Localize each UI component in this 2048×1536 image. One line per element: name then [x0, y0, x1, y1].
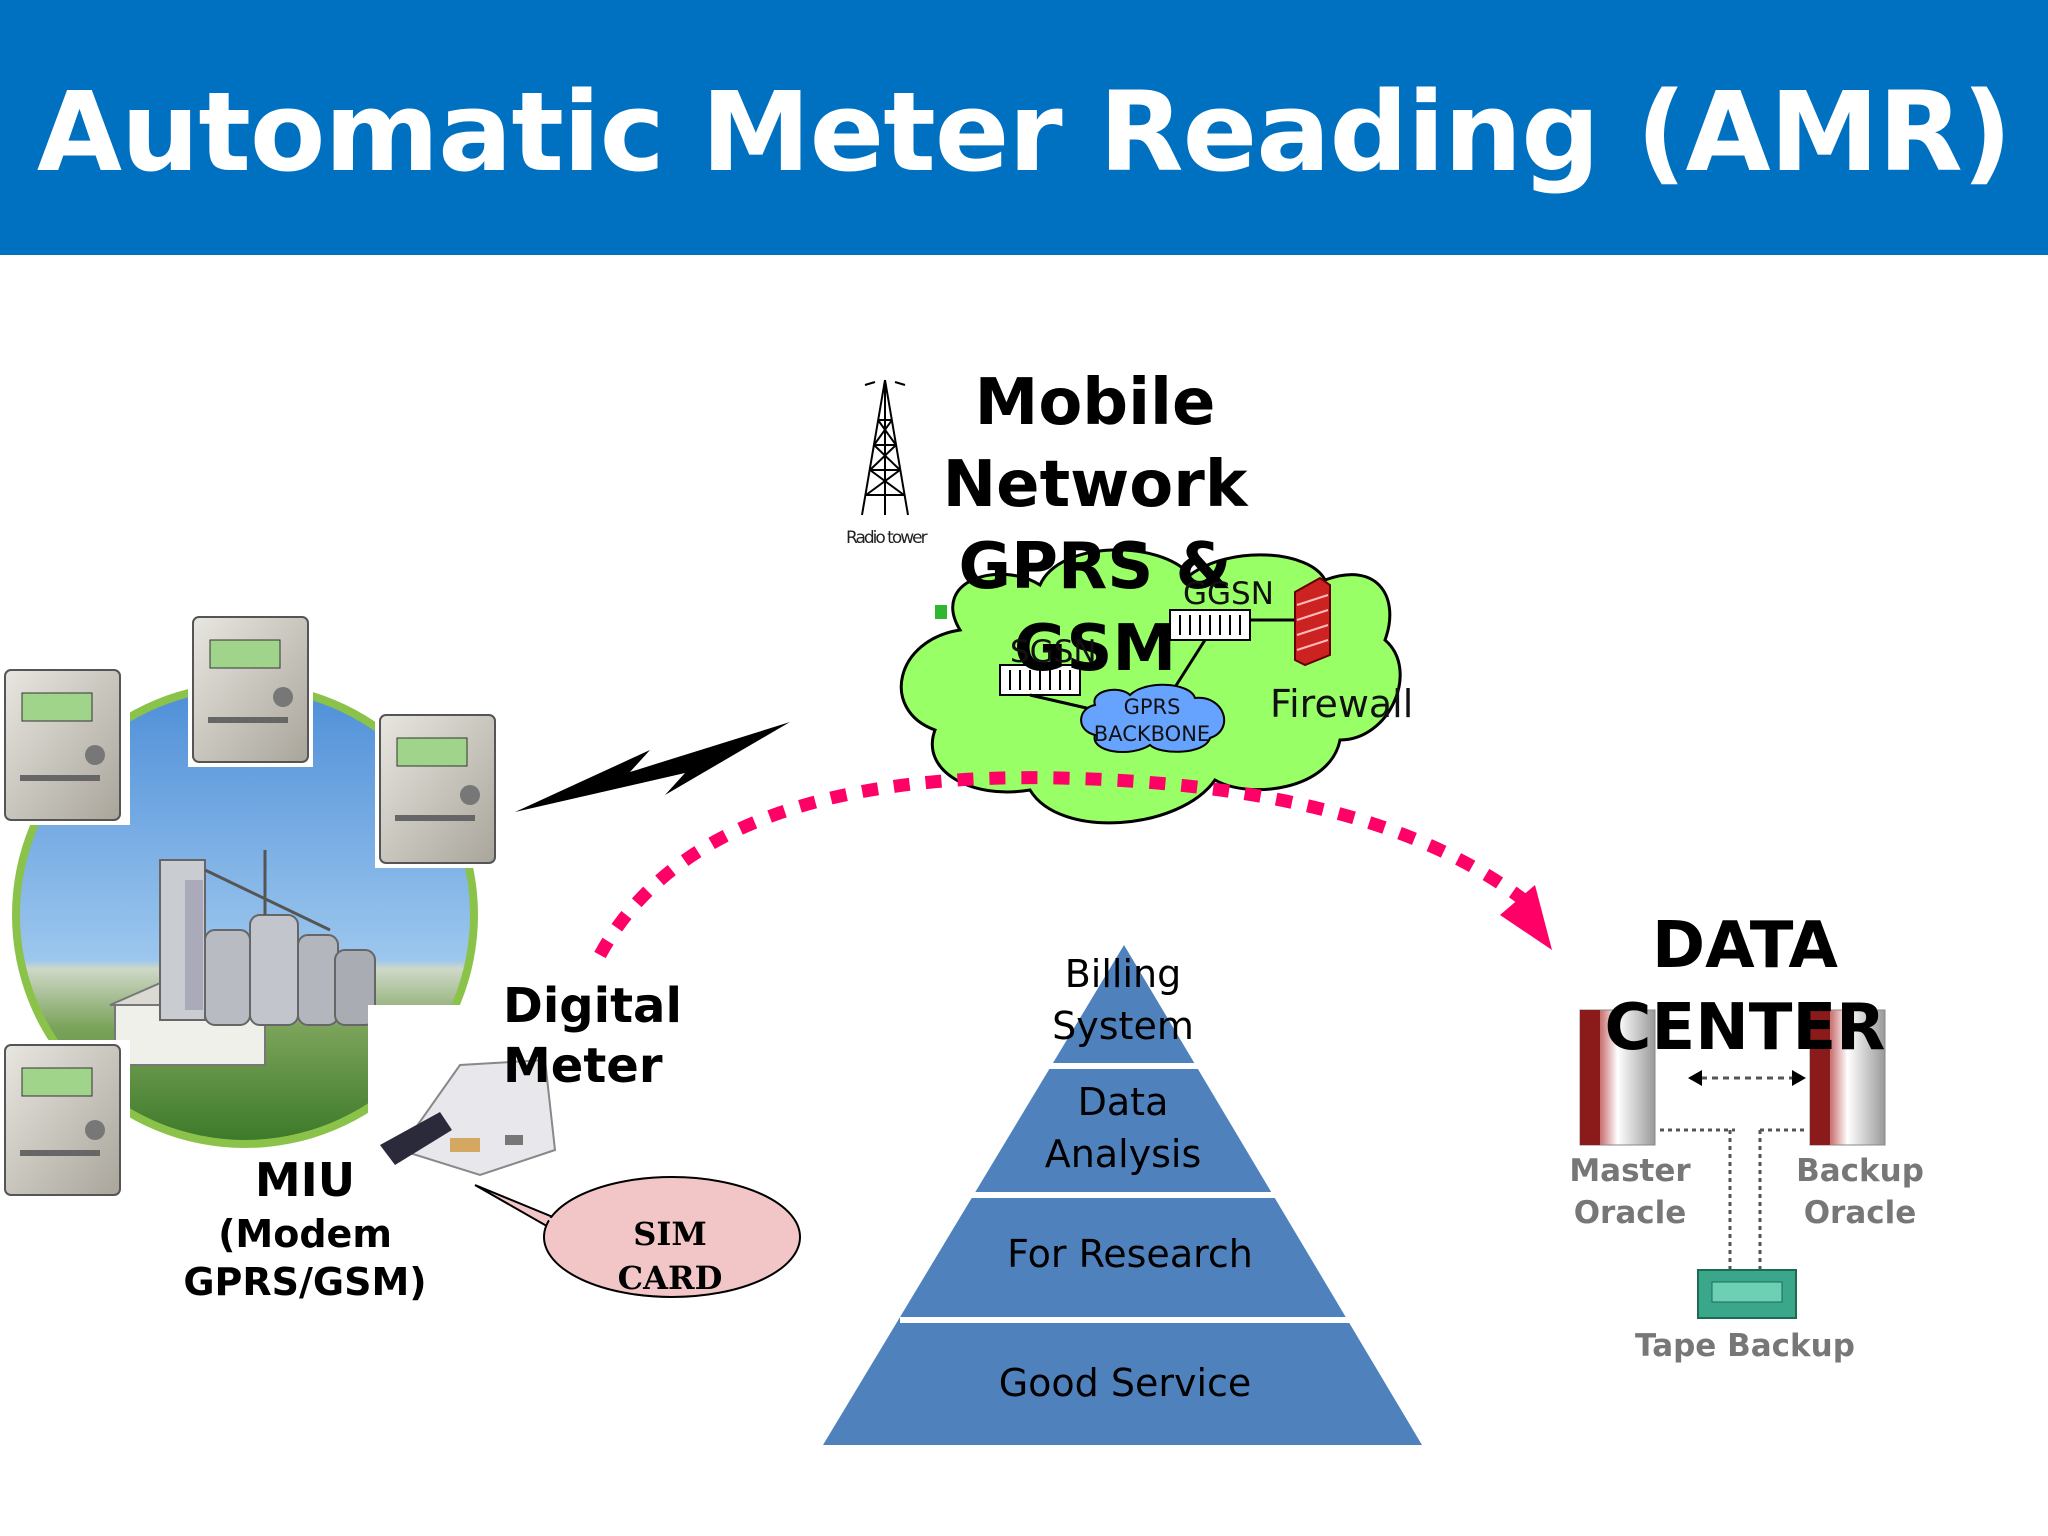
master-oracle-label: Master Oracle [1560, 1150, 1700, 1234]
digital-meter-line: Digital [503, 978, 682, 1034]
digital-meter-label: Digital Meter [503, 976, 682, 1096]
radio-tower-label: Radio tower [846, 528, 928, 548]
pyramid-line: Billing [1064, 952, 1182, 996]
pyramid-level-analysis: Data Analysis [973, 1076, 1273, 1180]
slide-title: Automatic Meter Reading (AMR) [36, 68, 2012, 196]
energy-meter-icon [0, 1040, 130, 1200]
backup-oracle-server-icon [1809, 1009, 1886, 1146]
tape-backup-icon [1697, 1269, 1797, 1319]
pyramid-line: System [1052, 1004, 1194, 1048]
master-oracle-server-icon [1579, 1009, 1656, 1146]
mobile-network-cloud [899, 548, 1402, 825]
sim-card-label: SIM CARD [590, 1212, 750, 1300]
energy-meter-icon [0, 665, 130, 825]
backup-oracle-label: Backup Oracle [1785, 1150, 1935, 1234]
master-oracle-line: Oracle [1573, 1195, 1687, 1231]
data-flow-arrow [594, 771, 1535, 959]
pyramid-line: Analysis [1044, 1132, 1202, 1176]
data-center-line: DATA [1652, 909, 1838, 983]
backup-oracle-line: Oracle [1803, 1195, 1917, 1231]
sgsn-label: SGSN [1010, 634, 1097, 670]
energy-meter-icon [188, 612, 313, 767]
radio-tower-icon [861, 379, 909, 516]
gprs-backbone-cloud [1080, 683, 1226, 753]
benefits-pyramid [823, 945, 1422, 1445]
sim-card-line: CARD [617, 1259, 723, 1297]
firewall-icon [1294, 576, 1331, 667]
sim-card-line: SIM [633, 1215, 707, 1253]
tape-backup-label: Tape Backup [1635, 1328, 1855, 1364]
pyramid-level-research: For Research [1007, 1232, 1253, 1276]
arrow-head [1500, 885, 1552, 950]
data-center-line: CENTER [1604, 991, 1886, 1065]
backbone-line: BACKBONE [1093, 722, 1211, 746]
wireless-signal-icon [515, 722, 790, 812]
data-center-links [1660, 1070, 1808, 1272]
miu-detail-label: (Modem GPRS/GSM) [155, 1210, 455, 1306]
miu-label: MIU [254, 1153, 356, 1207]
mobile-network-label: Mobile Network GPRS & GSM [900, 362, 1290, 690]
miu-detail-line: GPRS/GSM) [183, 1260, 427, 1304]
data-center-label: DATA CENTER [1595, 905, 1895, 1069]
pyramid-line: Data [1077, 1080, 1169, 1124]
master-oracle-line: Master [1569, 1153, 1691, 1189]
title-bar [0, 0, 2048, 255]
pyramid-level-service: Good Service [998, 1361, 1252, 1405]
sim-card-callout [474, 1176, 801, 1298]
backup-oracle-line: Backup [1796, 1153, 1924, 1189]
pyramid-level-billing: Billing System [973, 948, 1273, 1052]
ggsn-label: GGSN [1183, 576, 1274, 612]
mobile-network-line: GPRS & [958, 530, 1232, 604]
backbone-line: GPRS [1123, 695, 1181, 719]
digital-meter-line: Meter [503, 1038, 663, 1094]
miu-detail-line: (Modem [218, 1212, 392, 1256]
energy-meter-icon [375, 710, 500, 868]
gprs-backbone-label: GPRS BACKBONE [1082, 694, 1222, 748]
mobile-network-line: Mobile [974, 366, 1216, 440]
mobile-network-line: GSM [1013, 612, 1177, 686]
firewall-label: Firewall [1270, 682, 1414, 726]
gsm-modem-icon [368, 1005, 557, 1195]
mobile-network-line: Network [942, 448, 1248, 522]
